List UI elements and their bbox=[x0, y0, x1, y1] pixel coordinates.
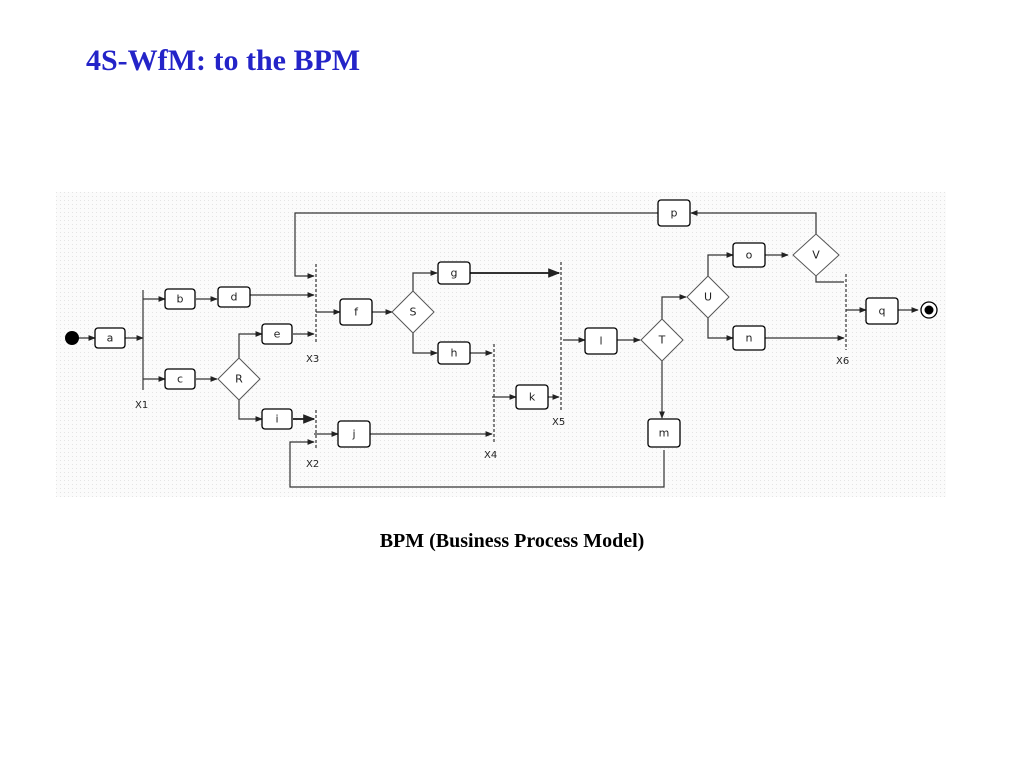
task-box-g: g bbox=[437, 261, 471, 285]
task-box-d: d bbox=[217, 286, 251, 308]
svg-text:g: g bbox=[451, 267, 458, 280]
gateway-s: S bbox=[391, 290, 435, 334]
svg-text:R: R bbox=[235, 373, 243, 386]
svg-text:c: c bbox=[177, 373, 183, 386]
task-box-h: h bbox=[437, 341, 471, 365]
svg-text:m: m bbox=[659, 427, 670, 440]
svg-text:U: U bbox=[704, 291, 712, 304]
slide-title: 4S-WfM: to the BPM bbox=[86, 44, 361, 77]
figure-caption: BPM (Business Process Model) bbox=[379, 530, 645, 552]
svg-text:d: d bbox=[231, 291, 238, 304]
svg-text:b: b bbox=[177, 293, 184, 306]
gateway-t: T bbox=[640, 318, 684, 362]
svg-text:V: V bbox=[812, 249, 820, 262]
junction-label-x1: X1 bbox=[135, 400, 148, 411]
svg-text:S: S bbox=[410, 306, 417, 319]
task-box-e: e bbox=[261, 323, 293, 345]
junction-bars bbox=[142, 262, 847, 450]
svg-text:h: h bbox=[451, 347, 458, 360]
task-box-l: l bbox=[584, 327, 618, 355]
svg-text:n: n bbox=[746, 332, 753, 345]
diagram-background bbox=[56, 192, 946, 497]
task-box-f: f bbox=[339, 298, 373, 326]
junction-label-x2: X2 bbox=[306, 459, 319, 470]
junction-label-x3: X3 bbox=[306, 354, 319, 365]
task-box-n: n bbox=[732, 325, 766, 351]
junction-label-x5: X5 bbox=[552, 417, 565, 428]
task-box-a: a bbox=[94, 327, 126, 349]
svg-text:a: a bbox=[107, 332, 114, 345]
gateway-u: U bbox=[686, 275, 730, 319]
svg-text:l: l bbox=[599, 335, 602, 348]
gateway-r: R bbox=[217, 357, 261, 401]
svg-text:p: p bbox=[671, 207, 678, 220]
task-box-q: q bbox=[865, 297, 899, 325]
end-event bbox=[920, 301, 938, 319]
bpm-diagram: X1 X2 X3 X4 X5 X6 a b c d e f g h i j k … bbox=[56, 192, 946, 497]
junction-label-x4: X4 bbox=[484, 450, 497, 461]
svg-text:T: T bbox=[658, 334, 666, 347]
connectors bbox=[78, 210, 919, 488]
task-box-i: i bbox=[261, 408, 293, 430]
svg-text:k: k bbox=[529, 391, 536, 404]
task-box-j: j bbox=[337, 420, 371, 448]
junction-label-x6: X6 bbox=[836, 356, 849, 367]
svg-text:e: e bbox=[274, 328, 281, 341]
task-box-o: o bbox=[732, 242, 766, 268]
svg-text:j: j bbox=[351, 428, 355, 441]
task-box-m: m bbox=[647, 418, 681, 448]
svg-text:i: i bbox=[275, 413, 278, 426]
start-event bbox=[65, 331, 79, 345]
task-box-p: p bbox=[657, 199, 691, 227]
task-box-c: c bbox=[164, 368, 196, 390]
gateway-v: V bbox=[792, 233, 840, 277]
svg-text:q: q bbox=[879, 305, 886, 318]
task-box-b: b bbox=[164, 288, 196, 310]
svg-text:o: o bbox=[746, 249, 753, 262]
svg-text:f: f bbox=[354, 306, 359, 319]
task-box-k: k bbox=[515, 384, 549, 410]
